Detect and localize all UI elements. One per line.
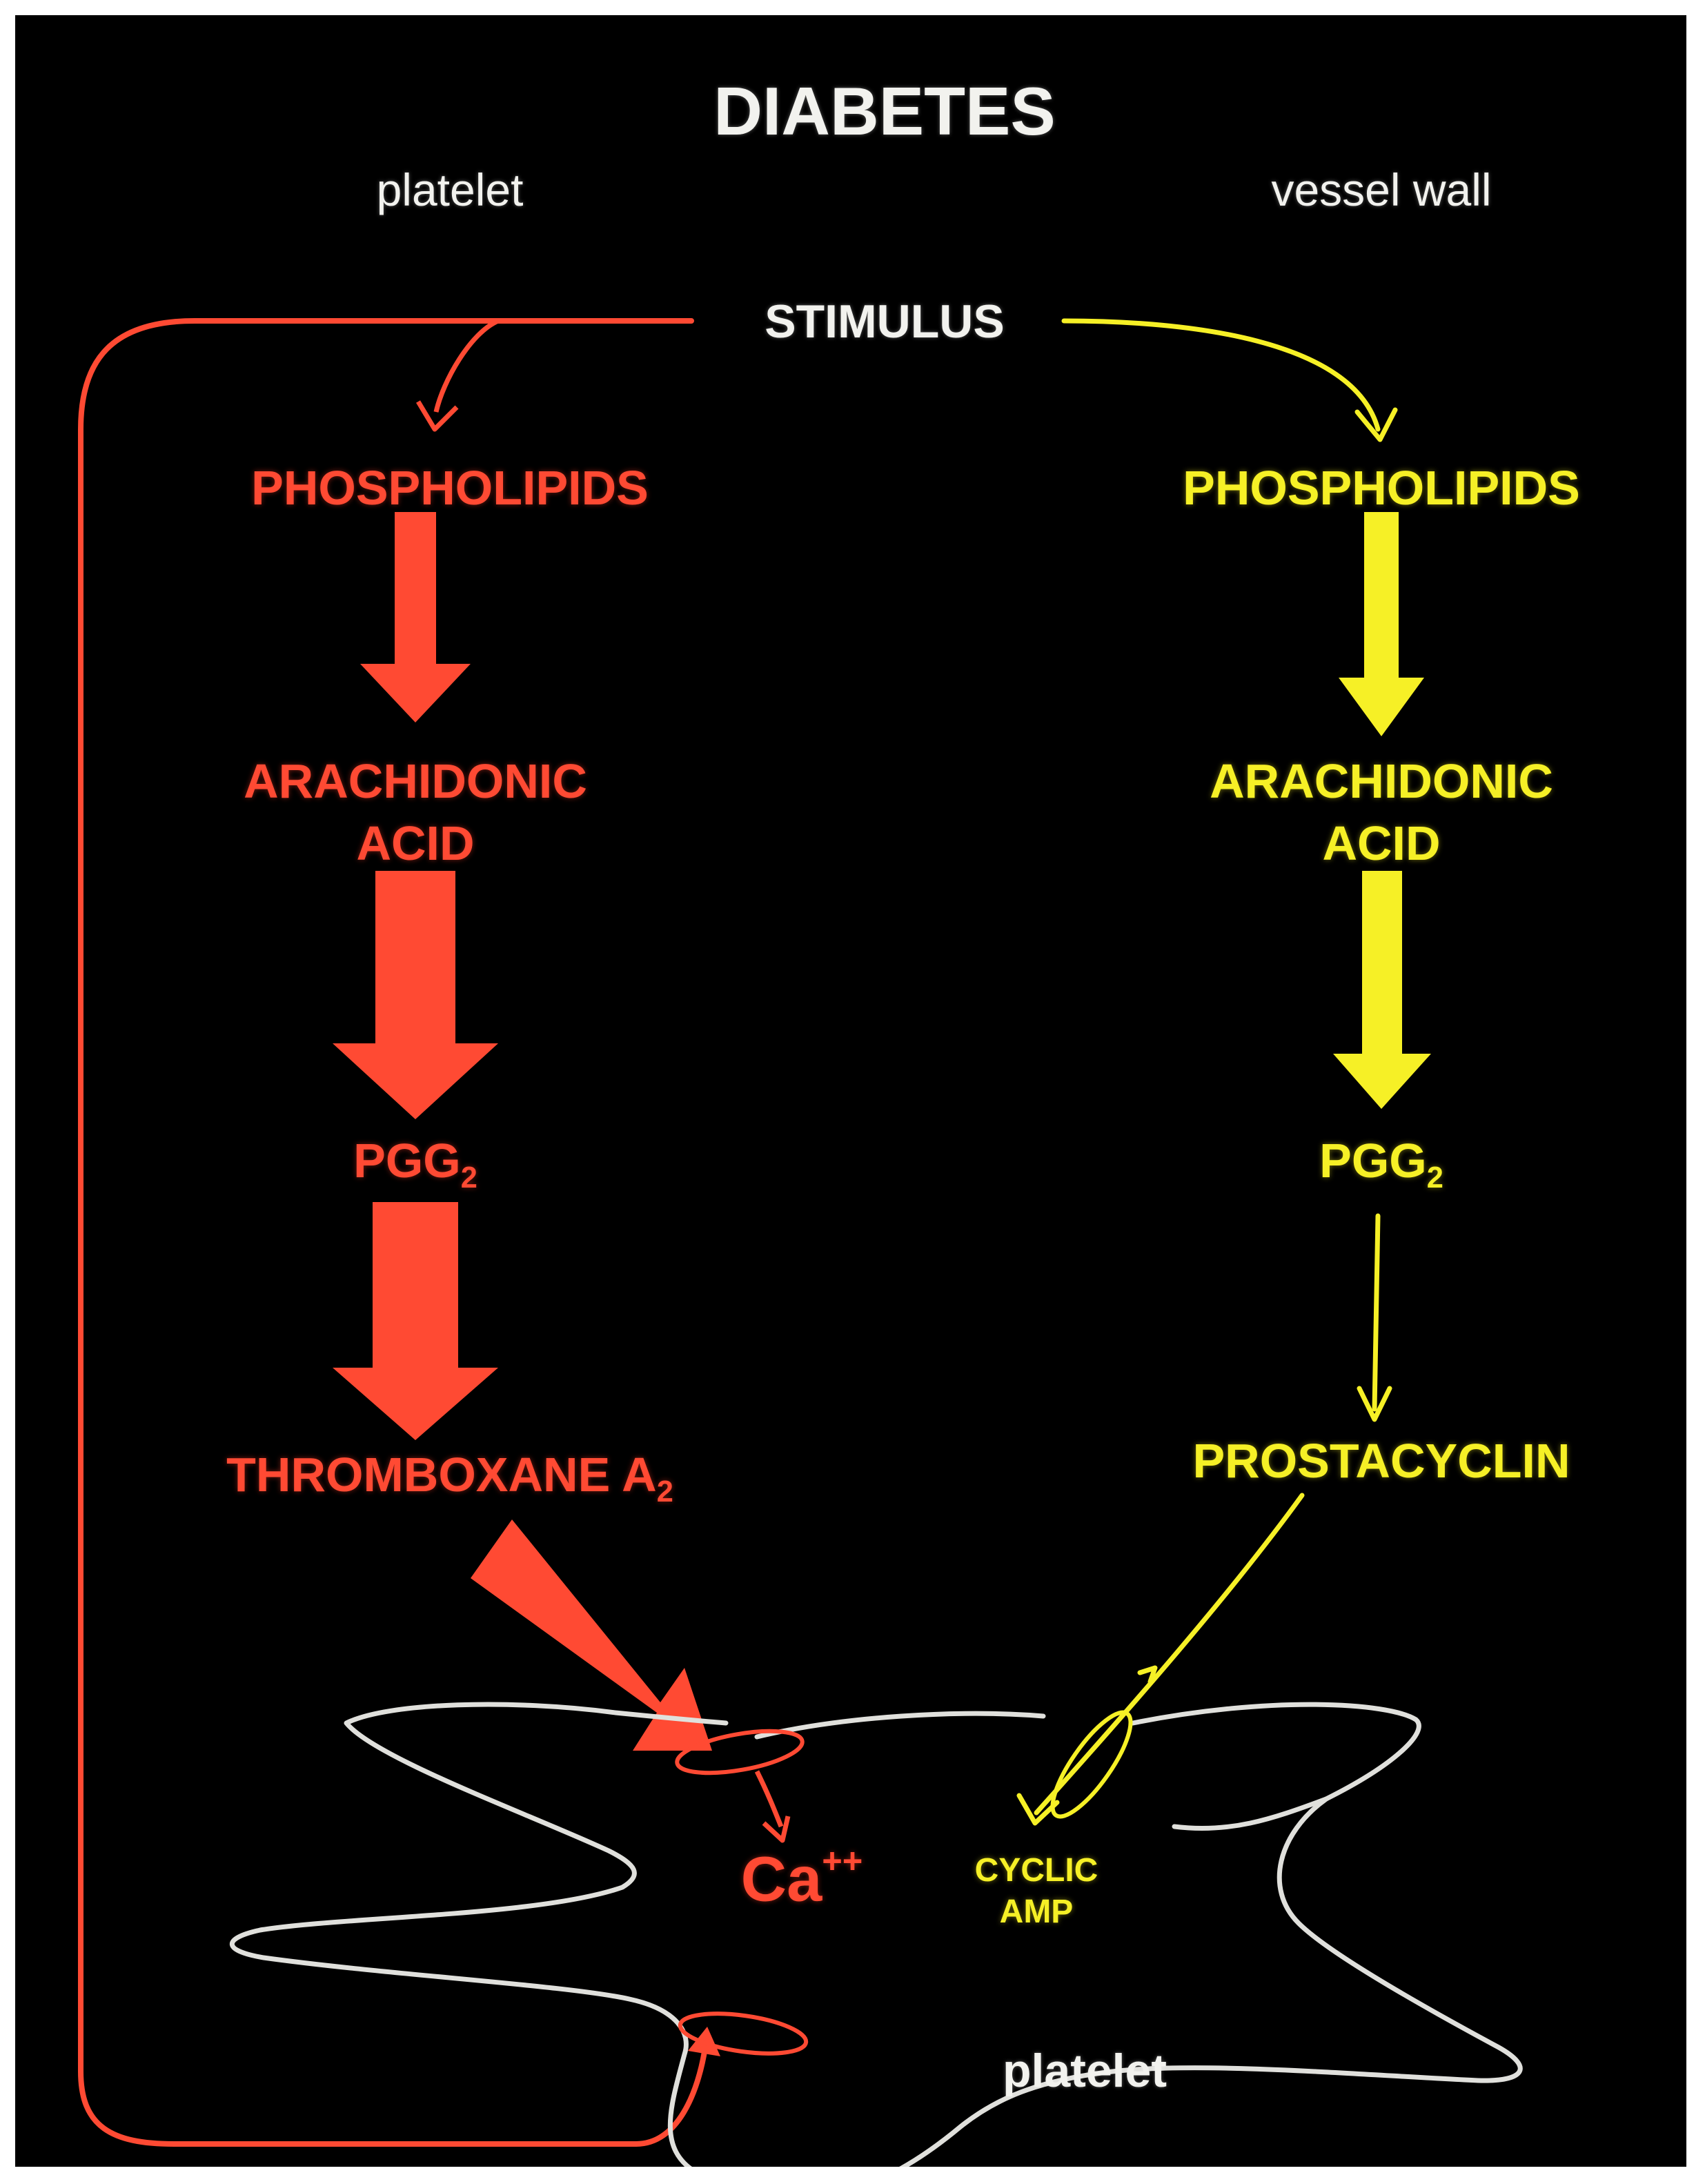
stimulus-to-phospholipids-red-arrow — [433, 318, 500, 413]
platelet-thick-arrows — [333, 512, 712, 1751]
stimulus-red-arrowhead — [415, 400, 459, 432]
vessel-arrows — [1016, 318, 1398, 1826]
platelet-header: platelet — [376, 164, 524, 215]
channel-to-calcium-arrow — [754, 1770, 784, 1828]
thromboxane-a2: THROMBOXANE A2 — [226, 1448, 673, 1509]
platelet-cell-outline — [229, 1702, 1523, 2167]
platelet-phospholipids: PHOSPHOLIPIDS — [251, 461, 649, 515]
platelet-acid: ACID — [356, 816, 475, 870]
vessel-pgg2: PGG2 — [1319, 1134, 1443, 1195]
platelet-feedback-loop — [78, 318, 708, 2147]
vessel-thick-arrows — [1333, 512, 1431, 1109]
prostacyclin-receptor — [1050, 1710, 1133, 1819]
ca-channels — [675, 1729, 809, 2056]
stimulus-label: STIMULUS — [765, 295, 1005, 348]
vessel-phospholipids: PHOSPHOLIPIDS — [1183, 461, 1580, 515]
prostacyclin: PROSTACYCLIN — [1192, 1434, 1570, 1488]
cyclic-amp-line2: AMP — [999, 1893, 1074, 1930]
platelet-cell-label: platelet — [1002, 2045, 1167, 2097]
channel-arrowhead — [762, 1816, 791, 1843]
vessel-wall-header: vessel wall — [1271, 164, 1492, 215]
platelet-arachidonic: ARACHIDONIC — [244, 754, 587, 808]
diagram-graphics — [78, 318, 1523, 2167]
platelet-pgg2: PGG2 — [353, 1134, 477, 1195]
cell-body-group — [229, 1702, 1523, 2167]
diagram-title: DIABETES — [713, 73, 1056, 149]
vessel-acid: ACID — [1322, 816, 1441, 870]
calcium-ion: Ca++ — [740, 1841, 863, 1915]
diagram-frame: DIABETES platelet vessel wall STIMULUS P… — [15, 15, 1686, 2167]
cyclic-amp-line1: CYCLIC — [974, 1852, 1098, 1889]
vessel-arachidonic: ARACHIDONIC — [1210, 754, 1553, 808]
